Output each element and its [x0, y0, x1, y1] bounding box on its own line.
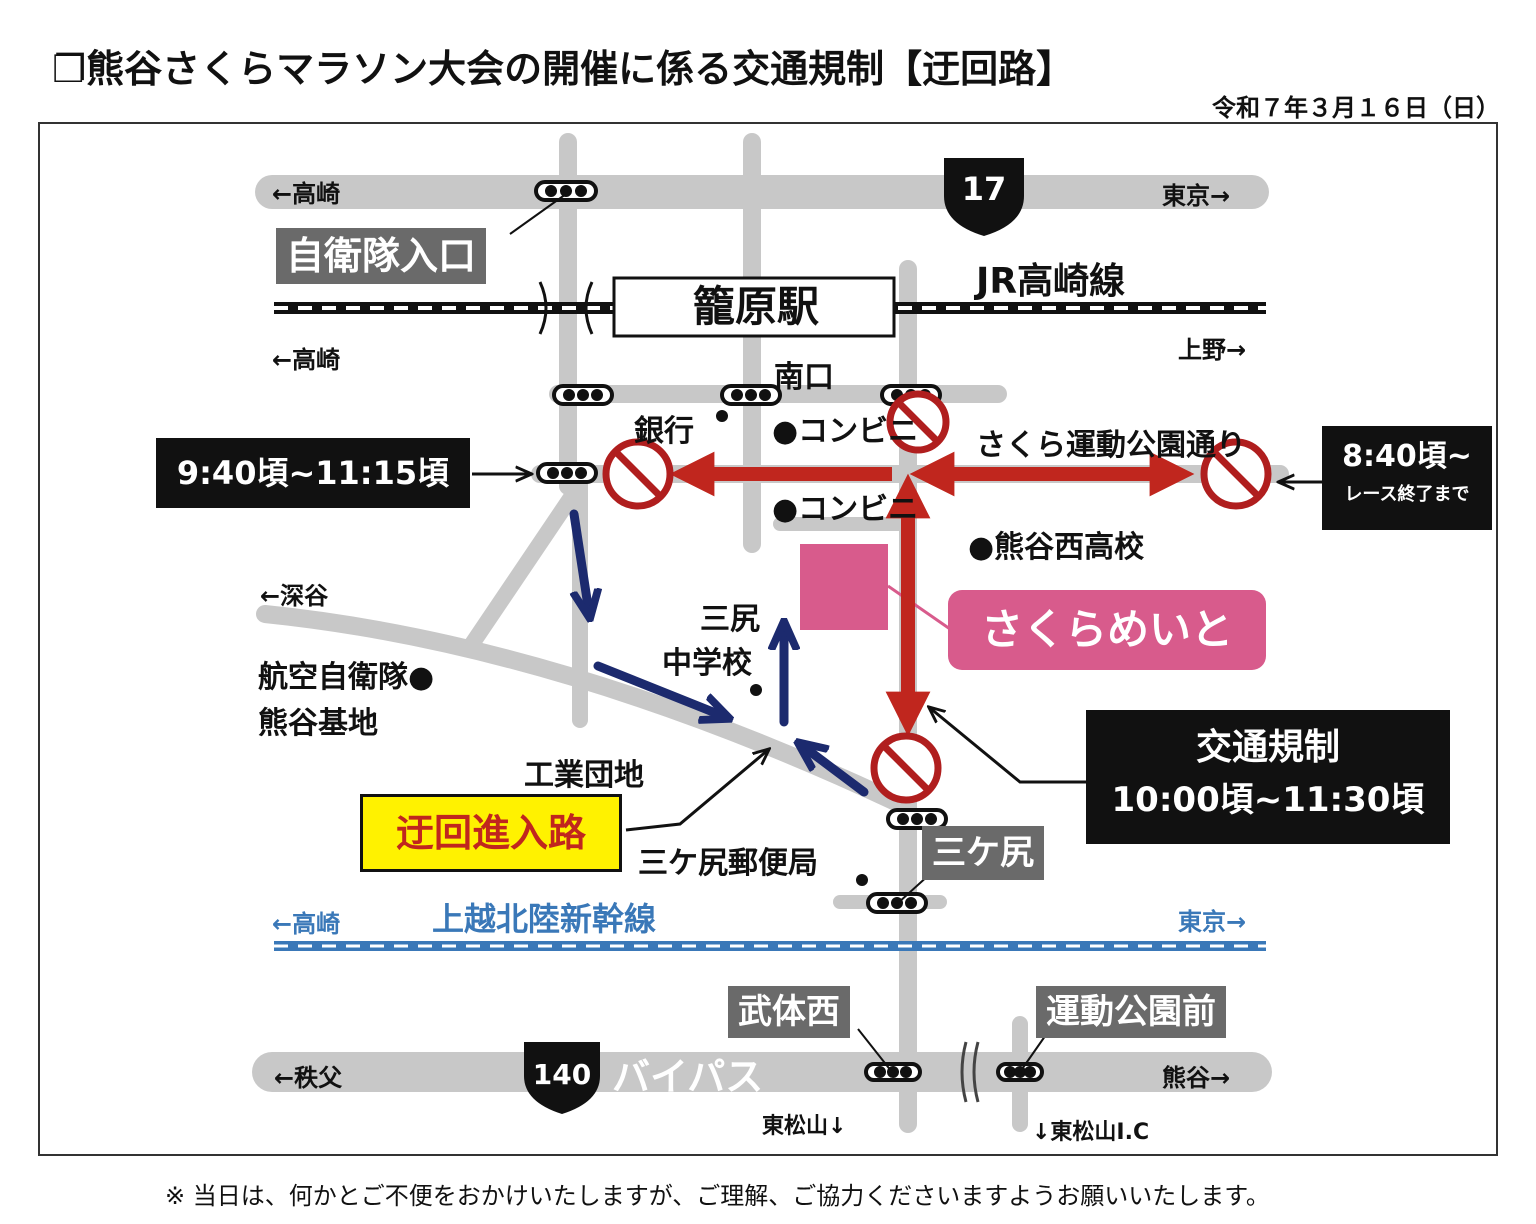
- signal-station-a: [552, 384, 614, 406]
- restriction-time-right-line1: 8:40頃~: [1342, 439, 1472, 474]
- map-frame: 17 140 ←高崎 東京→ ←高崎 上野→ ←深谷 ←高崎 東京→ ←秩父 熊…: [38, 122, 1498, 1156]
- signal-undo-koen-mae: [996, 1062, 1044, 1082]
- dir-rail-left: ←高崎: [272, 346, 341, 374]
- restriction-time-right: 8:40頃~ レース終了まで: [1322, 426, 1492, 530]
- no-entry-icon: [886, 390, 950, 454]
- label-mikajiri: 三ケ尻: [922, 826, 1044, 880]
- route-17-shield: 17: [944, 158, 1024, 236]
- label-airbase-1: 航空自衛隊●: [258, 660, 435, 695]
- label-jieitai-iriguchi: 自衛隊入口: [276, 228, 487, 284]
- dir-rail-right: 上野→: [1178, 336, 1247, 364]
- leader-jieitai: [509, 193, 567, 235]
- label-mikajiri-jhs-1: 三尻: [700, 602, 760, 637]
- restriction-main-box: 交通規制 10:00頃~11:30頃: [1086, 710, 1450, 844]
- restriction-arrows: [669, 451, 1195, 737]
- label-bank: 銀行: [634, 414, 694, 449]
- detour-arrow-4: [808, 750, 869, 797]
- label-shinkansen: 上越北陸新幹線: [432, 900, 657, 938]
- label-minamiguchi: 南口: [774, 360, 834, 395]
- label-station: 籠原駅: [692, 282, 819, 331]
- diagonal-road: [464, 476, 588, 652]
- bridge-mark: [538, 281, 594, 335]
- label-conveni-2: ●コンビニ: [772, 492, 919, 527]
- label-sakura-street: さくら運動公園通り: [976, 428, 1246, 463]
- label-industrial-park: 工業団地: [524, 758, 644, 793]
- label-jr-line: JR高崎線: [976, 261, 1126, 302]
- label-mikajiri-jhs-2: 中学校: [662, 646, 752, 681]
- dir-top-right: 東京→: [1162, 182, 1231, 210]
- restriction-main-title: 交通規制: [1195, 727, 1340, 768]
- label-kumagaya-nishi-hs: ●熊谷西高校: [968, 530, 1145, 565]
- post-office-dot: [856, 874, 868, 886]
- signal-west-restricted: [536, 462, 598, 484]
- label-sakura-meito: さくらめいと: [948, 590, 1266, 670]
- bank-dot: [716, 410, 728, 422]
- detour-arrows: [569, 509, 869, 797]
- dir-bottom-right: 熊谷→: [1162, 1064, 1231, 1092]
- label-undo-koen-mae: 運動公園前: [1036, 986, 1226, 1038]
- label-conveni-1: ●コンビニ: [772, 414, 919, 449]
- signal-butai-nishi: [864, 1062, 922, 1082]
- signal-station-b: [720, 384, 782, 406]
- route-17-number: 17: [962, 170, 1007, 208]
- dir-fukaya: ←深谷: [260, 582, 329, 610]
- label-post-office: 三ケ尻郵便局: [638, 846, 818, 881]
- sakura-meito-leader: [887, 584, 951, 631]
- dir-shinkansen-left: ←高崎: [272, 910, 341, 938]
- label-bypass: バイパス: [612, 1055, 764, 1099]
- pointer-detour-entry: [625, 750, 768, 832]
- restriction-main-time: 10:00頃~11:30頃: [1111, 780, 1425, 820]
- bypass-break-mark: [960, 1041, 980, 1103]
- dir-higashimatsuyama-ic: ↓東松山I.C: [1032, 1120, 1150, 1145]
- signal-mikajiri: [866, 892, 928, 914]
- pointer-main-restriction: [930, 708, 1086, 784]
- route-140-number: 140: [533, 1058, 591, 1091]
- detour-arrow-1: [569, 509, 588, 606]
- no-entry-icon: [602, 438, 674, 510]
- signal-jieitai: [534, 180, 598, 202]
- no-entry-signs: [602, 390, 1272, 804]
- place-dots: [716, 410, 868, 886]
- restriction-time-right-line2: レース終了まで: [1344, 484, 1470, 505]
- signal-mikajiri-north: [886, 808, 948, 830]
- no-entry-icon: [1200, 438, 1272, 510]
- route-140-shield: 140: [524, 1042, 600, 1114]
- page-title: ❐熊谷さくらマラソン大会の開催に係る交通規制【迂回路】: [52, 47, 1075, 91]
- dir-bottom-left: ←秩父: [274, 1064, 343, 1092]
- detour-arrow-2: [593, 661, 718, 714]
- no-entry-icon: [870, 732, 942, 804]
- dir-higashimatsuyama: 東松山↓: [762, 1114, 847, 1139]
- footer-note: ※ 当日は、何かとご不便をおかけいたしますが、ご理解、ご協力くださいますようお願…: [165, 1182, 1270, 1210]
- label-detour-entry: 迂回進入路: [360, 794, 622, 872]
- dir-top-left: ←高崎: [272, 180, 341, 208]
- label-butai-nishi: 武体西: [728, 986, 850, 1038]
- dir-shinkansen-right: 東京→: [1178, 908, 1247, 936]
- sakura-meito-building: [800, 544, 888, 630]
- station-box: [612, 276, 896, 338]
- restriction-time-left: 9:40頃~11:15頃: [156, 438, 470, 508]
- leader-butai-nishi: [857, 1028, 893, 1073]
- event-date: 令和７年３月１６日（日）: [1212, 94, 1500, 122]
- mikajiri-jhs-dot: [750, 684, 762, 696]
- label-airbase-2: 熊谷基地: [258, 706, 378, 741]
